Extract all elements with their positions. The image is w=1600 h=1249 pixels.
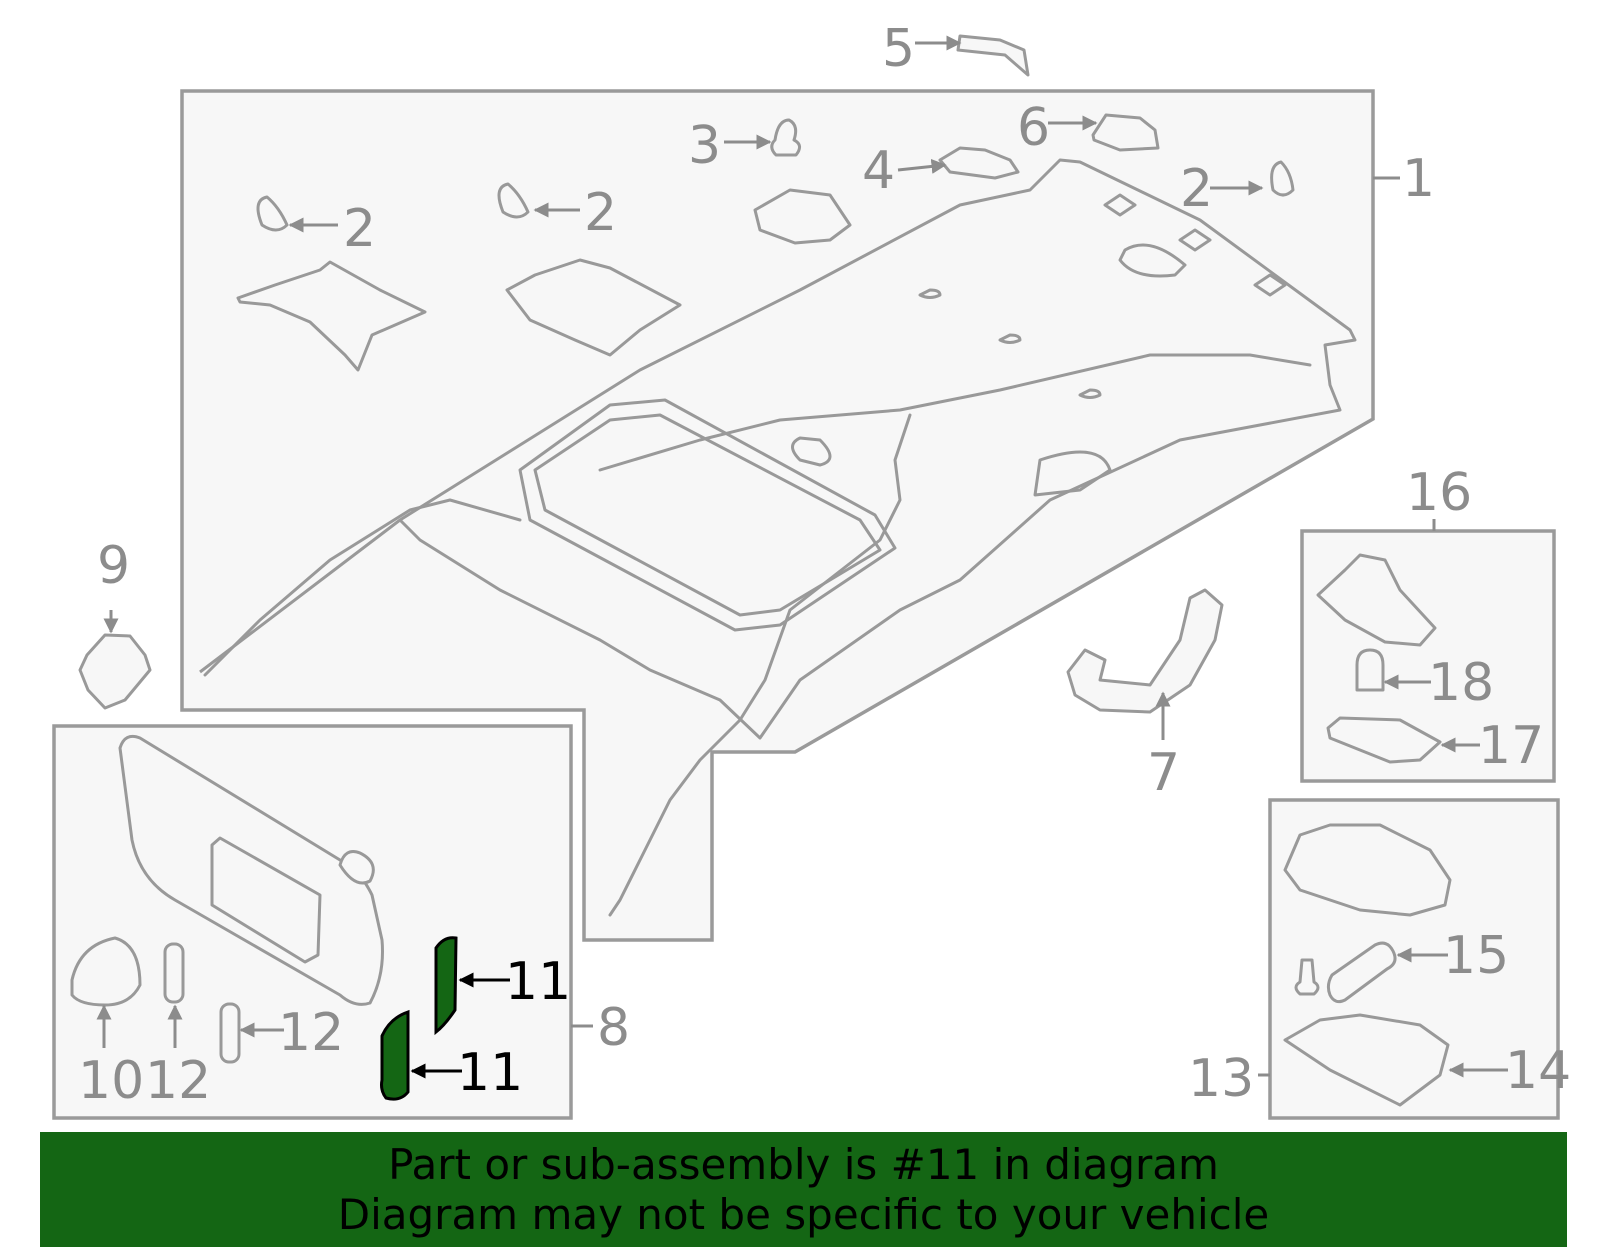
callout-6: 6	[1017, 98, 1050, 158]
callout-17: 17	[1478, 716, 1544, 776]
sunvisor-mirror	[210, 836, 322, 964]
callout-12-right: 12	[278, 1003, 344, 1063]
part-10-cap	[70, 936, 142, 1007]
part-12-pin-a	[163, 942, 185, 1004]
callout-7: 7	[1147, 743, 1180, 803]
clip-2a	[256, 195, 289, 232]
callout-10: 10	[78, 1051, 144, 1111]
callout-3: 3	[688, 116, 721, 176]
part-5	[956, 34, 1030, 77]
callout-14: 14	[1505, 1041, 1571, 1101]
banner-line-disclaimer: Diagram may not be specific to your vehi…	[337, 1190, 1270, 1239]
sunroof-opening	[533, 413, 882, 617]
part-11-lower	[380, 1009, 410, 1101]
clip-2c	[1270, 160, 1295, 197]
part-18-bulb	[1355, 648, 1385, 692]
bracket-rear	[753, 188, 852, 245]
part-13-dome-lamp	[1283, 823, 1452, 917]
callout-9: 9	[97, 536, 130, 596]
callout-8: 8	[597, 998, 630, 1058]
part-17-lens	[1326, 716, 1442, 764]
callout-11-lower[interactable]: 11	[457, 1043, 523, 1103]
leader-arrows	[96, 35, 1508, 1079]
callout-12-left: 12	[145, 1051, 211, 1111]
part-8-sunvisor	[118, 734, 384, 1006]
callout-13: 13	[1188, 1049, 1254, 1109]
callout-2-left: 2	[343, 199, 376, 259]
part-6	[1091, 113, 1160, 152]
part-4	[938, 146, 1020, 180]
callout-2-center: 2	[584, 183, 617, 243]
sunroof-frame	[518, 398, 897, 632]
callout-1: 1	[1402, 149, 1435, 209]
info-banner: Part or sub-assembly is #11 in diagram D…	[40, 1132, 1567, 1247]
part-13-screw	[1294, 958, 1320, 996]
headliner-ribs	[791, 288, 1112, 497]
callout-15: 15	[1443, 926, 1509, 986]
headliner-clip-pads	[1103, 193, 1287, 297]
part-12-pin-b	[219, 1002, 241, 1064]
callout-18: 18	[1428, 653, 1494, 713]
bracket-center	[505, 258, 682, 357]
headliner-wiring	[203, 353, 1312, 917]
callout-4: 4	[862, 141, 895, 201]
part-11-upper	[434, 936, 458, 1036]
banner-line-part: Part or sub-assembly is #11 in diagram	[388, 1140, 1219, 1189]
part-9	[78, 633, 152, 710]
bracket-left	[236, 260, 427, 372]
part-16-map-lamp	[1316, 553, 1437, 647]
clip-3	[770, 118, 801, 157]
callout-11-upper[interactable]: 11	[505, 952, 571, 1012]
headliner	[199, 158, 1357, 740]
callout-5: 5	[882, 19, 915, 79]
callout-16: 16	[1406, 463, 1472, 523]
part-15-bulb	[1326, 941, 1397, 1004]
callout-2-right: 2	[1180, 159, 1213, 219]
sunvisor-hinge	[338, 850, 375, 885]
part-7-grab-handle	[1066, 588, 1224, 714]
part-14-lens	[1283, 1013, 1450, 1107]
clip-2b	[497, 182, 530, 219]
